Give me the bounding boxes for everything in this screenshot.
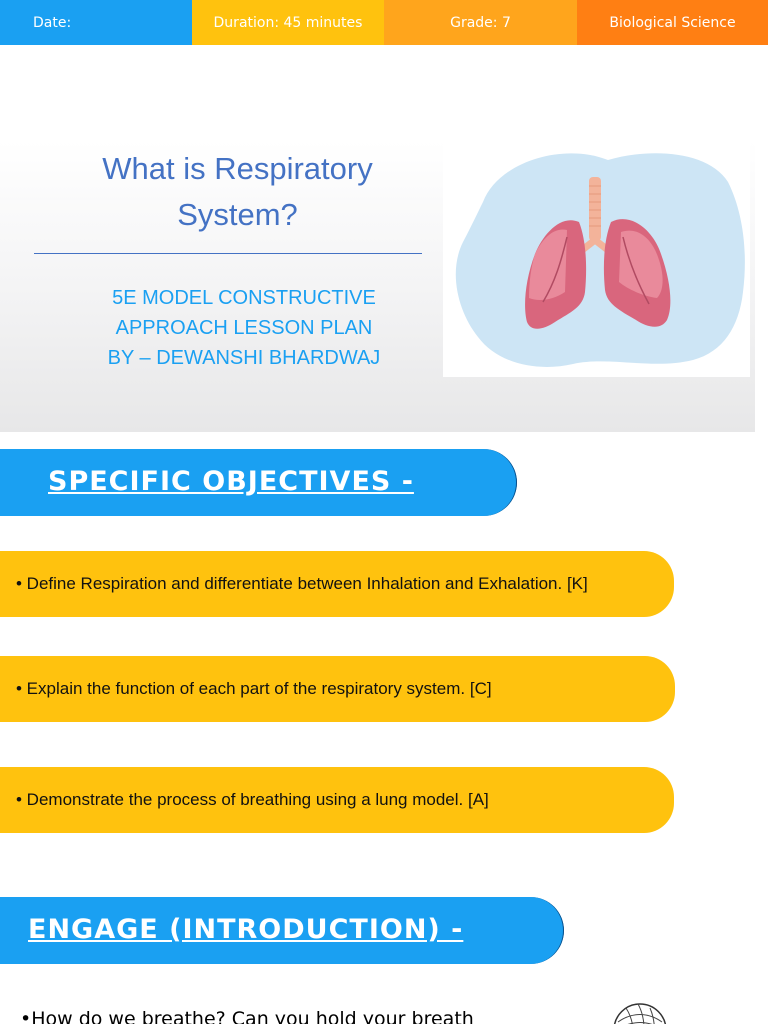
objectives-heading: SPECIFIC OBJECTIVES - [48, 466, 414, 497]
lungs-icon [455, 153, 745, 367]
duration-cell: Duration: 45 minutes [192, 0, 384, 45]
objective-item: • Demonstrate the process of breathing u… [0, 767, 674, 833]
subtitle-line: 5E MODEL CONSTRUCTIVE [112, 287, 376, 309]
grade-cell: Grade: 7 [384, 0, 577, 45]
yarn-ball-image [612, 1000, 668, 1024]
yarn-ball-icon [613, 1003, 667, 1024]
page-title: What is Respiratory System? [40, 146, 435, 238]
engage-question: •How do we breathe? Can you hold your br… [20, 1008, 474, 1024]
objectives-heading-banner [0, 449, 517, 516]
subject-cell: Biological Science [577, 0, 768, 45]
engage-heading: ENGAGE (INTRODUCTION) - [28, 914, 464, 945]
objective-item: • Define Respiration and differentiate b… [0, 551, 674, 617]
page-subtitle: 5E MODEL CONSTRUCTIVE APPROACH LESSON PL… [60, 283, 428, 373]
subtitle-line: APPROACH LESSON PLAN [115, 317, 373, 339]
date-cell: Date: [0, 0, 192, 45]
objective-item: • Explain the function of each part of t… [0, 656, 675, 722]
subtitle-line: BY – DEWANSHI BHARDWAJ [107, 347, 381, 369]
title-line: System? [177, 197, 298, 232]
lesson-info-bar: Date: Duration: 45 minutes Grade: 7 Biol… [0, 0, 768, 45]
title-line: What is Respiratory [102, 151, 373, 186]
title-divider [34, 253, 422, 254]
engage-heading-banner [0, 897, 564, 964]
lungs-illustration [443, 142, 750, 377]
